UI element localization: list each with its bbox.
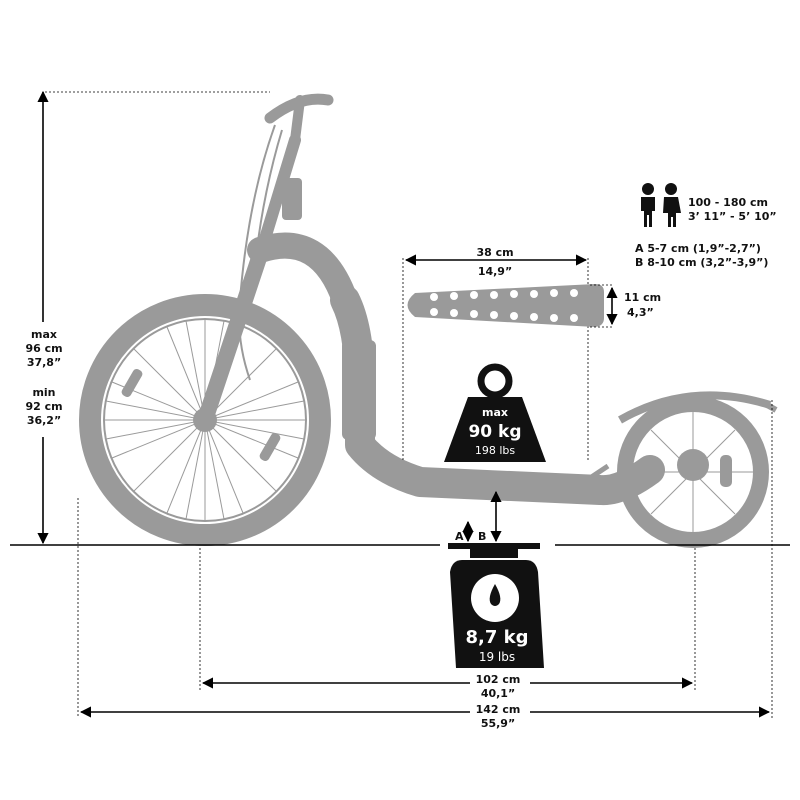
deck-length-in: 14,9”	[478, 265, 512, 278]
scooter-weight-lbs: 19 lbs	[479, 650, 515, 664]
clearance-a-marker: A	[455, 530, 464, 543]
total-length-dimension: 142 cm 55,9”	[77, 400, 773, 730]
rider-height-in: 3’ 11” - 5’ 10”	[688, 210, 777, 223]
clearance-b-text: B 8-10 cm (3,2”-3,9”)	[635, 256, 768, 269]
deck-plate-icon	[407, 284, 604, 327]
clearance-b-marker: B	[478, 530, 486, 543]
wheelbase-dimension: 102 cm 40,1”	[199, 548, 696, 700]
max-load-label: max	[482, 406, 508, 419]
height-max-in: 37,8”	[27, 356, 61, 369]
height-max-cm: 96 cm	[25, 342, 62, 355]
clearance-legend: A 5-7 cm (1,9”-2,7”) B 8-10 cm (3,2”-3,9…	[635, 242, 768, 269]
height-dimension: max 96 cm 37,8” min 92 cm 36,2”	[22, 90, 270, 545]
wheelbase-cm: 102 cm	[476, 673, 521, 686]
scooter-weight-kg: 8,7 kg	[465, 627, 528, 648]
deck-dimension: 38 cm 14,9” 11 cm 4,3”	[402, 246, 661, 462]
clearance-a-text: A 5-7 cm (1,9”-2,7”)	[635, 242, 761, 255]
max-load-weight-icon: max 90 kg 198 lbs	[444, 363, 546, 462]
max-load-kg: 90 kg	[468, 422, 521, 442]
frame	[247, 232, 665, 506]
deck-width-in: 4,3”	[627, 306, 654, 319]
rider-height-cm: 100 - 180 cm	[688, 196, 768, 209]
max-load-lbs: 198 lbs	[475, 444, 516, 457]
clearance-arrows: A B	[455, 490, 502, 543]
height-min-in: 36,2”	[27, 414, 61, 427]
wheelbase-in: 40,1”	[481, 687, 515, 700]
height-max-label: max	[31, 328, 57, 341]
person-female-icon	[663, 183, 681, 227]
scooter-illustration	[79, 93, 778, 548]
height-min-cm: 92 cm	[25, 400, 62, 413]
height-min-label: min	[32, 386, 55, 399]
rider-size: 100 - 180 cm 3’ 11” - 5’ 10”	[641, 183, 777, 227]
rear-wheel	[617, 391, 778, 548]
total-length-cm: 142 cm	[476, 703, 521, 716]
handlebar-stem	[197, 93, 334, 428]
total-length-in: 55,9”	[481, 717, 515, 730]
deck-length-cm: 38 cm	[476, 246, 513, 259]
scale-icon: 8,7 kg 19 lbs	[448, 543, 544, 668]
person-male-icon	[641, 183, 655, 227]
deck-width-cm: 11 cm	[624, 291, 661, 304]
